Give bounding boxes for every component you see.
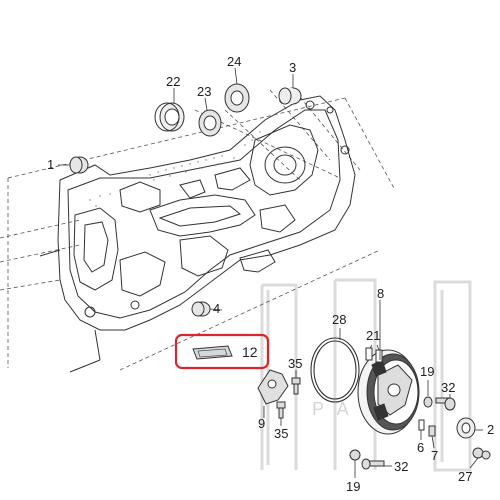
- pin-7: [428, 425, 436, 437]
- callout-32-upper[interactable]: 32: [441, 380, 455, 395]
- bolt-32-lower: [361, 458, 385, 470]
- bearing-23: [198, 109, 222, 137]
- leader-lines: [58, 67, 483, 478]
- crankcase: [39, 95, 356, 373]
- callout-35-lower[interactable]: 35: [274, 426, 288, 441]
- callout-22[interactable]: 22: [166, 74, 180, 89]
- gasket-12: [192, 345, 233, 360]
- callout-23[interactable]: 23: [197, 84, 211, 99]
- callout-32-lower[interactable]: 32: [394, 459, 408, 474]
- crankcase-texture: [89, 131, 261, 207]
- dowel-1: [69, 156, 89, 174]
- callout-1[interactable]: 1: [47, 157, 54, 172]
- callout-9[interactable]: 9: [258, 416, 265, 431]
- o-ring-28: [310, 337, 360, 403]
- washer-19-upper: [423, 396, 433, 408]
- callout-8[interactable]: 8: [377, 286, 384, 301]
- callout-6[interactable]: 6: [417, 440, 424, 455]
- bolt-35-lower: [276, 401, 286, 419]
- callout-28[interactable]: 28: [332, 312, 346, 327]
- pump-cover-8: [357, 349, 420, 435]
- bracket-9: [257, 369, 289, 405]
- callout-24[interactable]: 24: [227, 54, 241, 69]
- callout-19-upper[interactable]: 19: [420, 364, 434, 379]
- seal-2: [456, 417, 476, 439]
- bolt-32-upper: [435, 397, 456, 411]
- callout-21[interactable]: 21: [366, 328, 380, 343]
- callout-4[interactable]: 4: [213, 301, 220, 316]
- washer-19-lower: [349, 449, 361, 461]
- bearing-22: [154, 102, 185, 132]
- dowel-4: [191, 301, 211, 317]
- bushing-3: [278, 87, 302, 105]
- bolt-35-upper: [291, 377, 301, 395]
- highlight-box-12[interactable]: [174, 333, 270, 370]
- screw-27: [472, 447, 491, 460]
- callout-27[interactable]: 27: [458, 469, 472, 484]
- callout-19-lower[interactable]: 19: [346, 479, 360, 494]
- callout-7[interactable]: 7: [431, 448, 438, 463]
- pin-6: [418, 419, 425, 431]
- callout-labels: 22 23 24 3 1 4 8 28 21 12 35 35 9 19 32 …: [47, 54, 494, 494]
- callout-2[interactable]: 2: [487, 422, 494, 437]
- callout-3[interactable]: 3: [289, 60, 296, 75]
- bearing-24: [224, 83, 250, 113]
- callout-35-upper[interactable]: 35: [288, 356, 302, 371]
- callout-12[interactable]: 12: [242, 344, 258, 360]
